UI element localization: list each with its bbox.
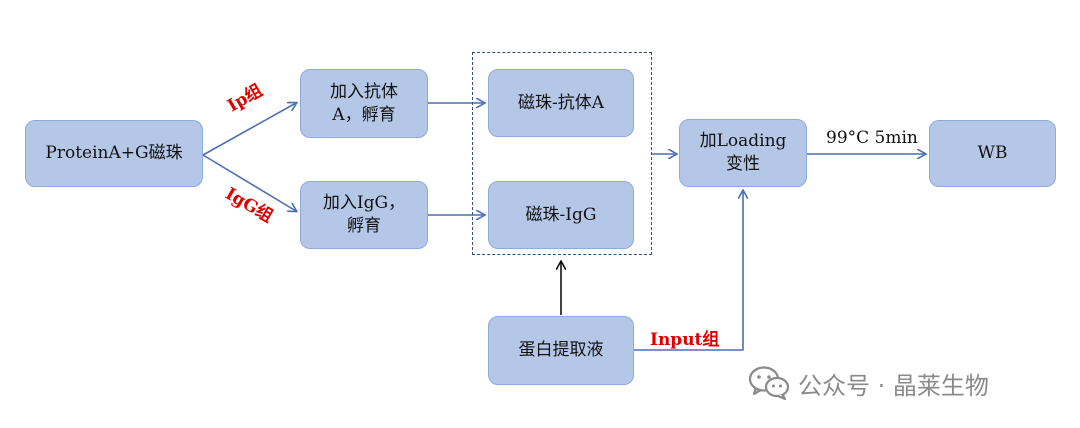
node-add-antibody: 加入抗体 A，孵育 bbox=[300, 69, 428, 138]
arrow-beads-to-igg bbox=[202, 154, 296, 211]
watermark-text: 公众号 · 晶莱生物 bbox=[798, 371, 989, 400]
watermark: 公众号 · 晶莱生物 bbox=[748, 363, 989, 403]
node-proteinag-beads: ProteinA+G磁珠 bbox=[25, 120, 203, 187]
node-add-igg: 加入IgG， 孵育 bbox=[300, 181, 428, 249]
node-beads-antibody: 磁珠-抗体A bbox=[488, 69, 634, 137]
wechat-icon bbox=[748, 366, 790, 401]
label-denature-condition: 99°C 5min bbox=[826, 128, 918, 148]
arrow-beads-to-antibody bbox=[202, 103, 296, 156]
label-input-group: Input组 bbox=[650, 330, 720, 350]
node-protein-extract: 蛋白提取液 bbox=[488, 316, 634, 385]
arrow-extract-to-loading bbox=[634, 191, 743, 351]
node-loading-denature: 加Loading 变性 bbox=[679, 119, 807, 187]
node-beads-igg: 磁珠-IgG bbox=[488, 181, 634, 249]
beads-group-box bbox=[472, 52, 652, 255]
node-wb: WB bbox=[929, 120, 1056, 187]
